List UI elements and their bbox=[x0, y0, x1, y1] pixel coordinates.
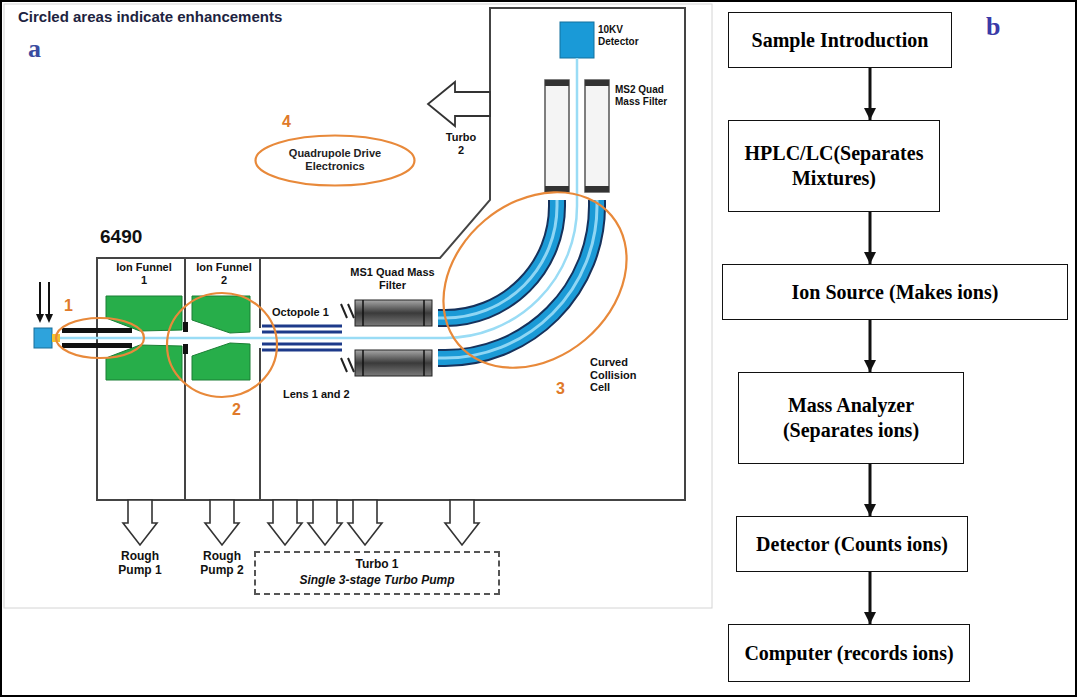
curved-collision-cell bbox=[438, 200, 597, 358]
part-label: Lens 1 and 2 bbox=[283, 388, 350, 401]
pump-arrow bbox=[348, 500, 382, 545]
panel-frame bbox=[4, 4, 712, 608]
callout-number: 3 bbox=[556, 380, 565, 398]
sprayer bbox=[34, 328, 52, 348]
flow-arrow bbox=[869, 212, 872, 264]
curved-collision-cell bbox=[438, 200, 597, 358]
ms1-quadrupole bbox=[355, 300, 432, 326]
pump-arrow bbox=[205, 500, 239, 545]
pump-arrow bbox=[268, 500, 302, 545]
enhancement-circle bbox=[167, 293, 277, 397]
sprayer bbox=[39, 282, 41, 316]
callout-number: 4 bbox=[282, 113, 291, 131]
panel-letter: a bbox=[28, 34, 41, 64]
callout-ellipse: Quadrupole Drive Electronics bbox=[254, 134, 416, 187]
node-text: Turbo 1 bbox=[264, 557, 490, 573]
vacuum-housing bbox=[97, 8, 685, 500]
turbo-2-arrow bbox=[428, 82, 490, 126]
ms2-quadrupole bbox=[545, 80, 569, 192]
pump-group-box: Turbo 1Single 3-stage Turbo Pump bbox=[254, 551, 500, 595]
part-label: Curved Collision Cell bbox=[590, 356, 650, 394]
part-label: Turbo 2 bbox=[442, 131, 480, 156]
callout-number: 1 bbox=[64, 297, 73, 315]
ms1-quadrupole bbox=[355, 350, 432, 376]
flow-arrow bbox=[869, 68, 872, 120]
ion-funnel-2 bbox=[192, 296, 250, 333]
node-text: HPLC/LC(Separates Mixtures) bbox=[737, 141, 931, 191]
process-box: Sample Introduction bbox=[728, 12, 952, 68]
sprayer bbox=[36, 314, 44, 323]
callout-number: 2 bbox=[232, 401, 241, 419]
enhancement-circle bbox=[56, 318, 144, 358]
pump-arrow bbox=[445, 500, 479, 545]
detector bbox=[560, 22, 594, 58]
part-label: Ion Funnel 2 bbox=[196, 261, 252, 286]
pump-arrow bbox=[123, 500, 157, 545]
ion-funnel-2 bbox=[192, 343, 250, 380]
capillary bbox=[62, 343, 132, 348]
capillary bbox=[62, 328, 132, 333]
process-box: Ion Source (Makes ions) bbox=[722, 264, 1068, 320]
part-label: MS1 Quad Mass Filter bbox=[345, 266, 440, 291]
node-text: Ion Source (Makes ions) bbox=[731, 280, 1059, 305]
enhancement-circle bbox=[408, 156, 661, 404]
part-label: 10KV Detector bbox=[598, 24, 648, 47]
ion-beam bbox=[60, 58, 577, 338]
ms2-quadrupole bbox=[545, 186, 569, 192]
vacuum-housing bbox=[185, 258, 260, 500]
pump-arrow bbox=[123, 500, 479, 545]
curved-collision-cell bbox=[438, 200, 557, 318]
part-label: Octopole 1 bbox=[272, 306, 329, 319]
detector bbox=[560, 22, 594, 58]
part-label: Ion Funnel 1 bbox=[116, 261, 172, 286]
ms2-quadrupole bbox=[585, 80, 609, 192]
curved-collision-cell bbox=[438, 200, 597, 358]
model-number: 6490 bbox=[100, 226, 142, 248]
ms2-quadrupole bbox=[545, 80, 569, 86]
curved-collision-cell bbox=[438, 200, 557, 318]
pump-arrow bbox=[308, 500, 342, 545]
callout-ellipse-outline bbox=[256, 135, 415, 185]
flow-arrow bbox=[869, 320, 872, 372]
process-box: Detector (Counts ions) bbox=[736, 516, 968, 572]
enhancement-circle bbox=[56, 156, 662, 404]
ms2-quadrupole bbox=[585, 186, 609, 192]
node-text: Single 3-stage Turbo Pump bbox=[264, 573, 490, 589]
part-label: MS2 Quad Mass Filter bbox=[615, 84, 679, 107]
pump-label: Rough Pump 2 bbox=[194, 550, 250, 578]
panel-letter: b bbox=[986, 12, 1000, 42]
node-text: Quadrupole Drive Electronics bbox=[285, 147, 385, 173]
node-text: Detector (Counts ions) bbox=[745, 532, 959, 557]
node-text: Mass Analyzer (Separates ions) bbox=[747, 393, 955, 443]
curved-collision-cell bbox=[438, 200, 597, 358]
sprayer bbox=[48, 282, 50, 316]
panel-note: Circled areas indicate enhancements bbox=[18, 8, 282, 25]
process-box: HPLC/LC(Separates Mixtures) bbox=[728, 120, 940, 212]
flow-arrow bbox=[869, 572, 872, 624]
process-box: Mass Analyzer (Separates ions) bbox=[738, 372, 964, 464]
vacuum-housing bbox=[183, 344, 188, 354]
vacuum-housing bbox=[183, 322, 188, 332]
flow-arrow bbox=[869, 464, 872, 516]
sprayer bbox=[45, 314, 53, 323]
ms2-quadrupole bbox=[585, 80, 609, 86]
node-text: Sample Introduction bbox=[737, 28, 943, 53]
node-text: Computer (records ions) bbox=[737, 641, 961, 666]
turbo-2-arrow bbox=[428, 82, 490, 126]
ion-beam bbox=[60, 58, 577, 338]
curved-collision-cell bbox=[438, 200, 557, 318]
pump-label: Rough Pump 1 bbox=[112, 550, 168, 578]
vacuum-housing bbox=[97, 8, 685, 500]
process-box: Computer (records ions) bbox=[728, 624, 970, 682]
